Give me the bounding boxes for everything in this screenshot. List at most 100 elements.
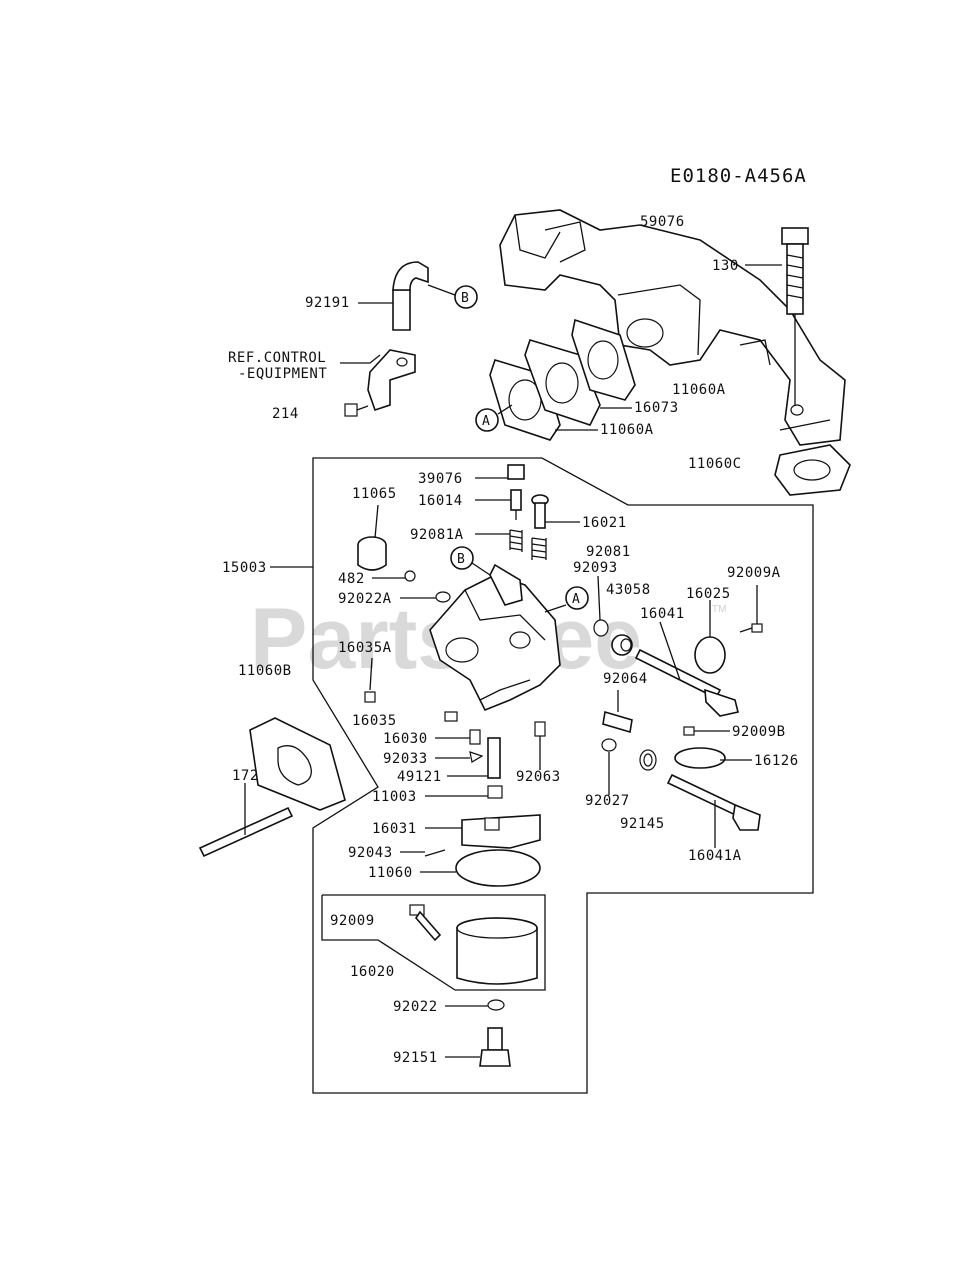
- gasket-11060b[interactable]: [249, 717, 346, 811]
- part-label-16025: 16025: [686, 586, 731, 602]
- part-label-130: 130: [712, 258, 739, 274]
- control-bracket[interactable]: [367, 349, 416, 412]
- screw-92063[interactable]: [534, 721, 546, 737]
- part-label-92081: 92081: [586, 544, 631, 560]
- part-label-16014: 16014: [418, 493, 463, 509]
- part-label-16030: 16030: [383, 731, 428, 747]
- part-label-92191: 92191: [305, 295, 350, 311]
- part-label-92009: 92009: [330, 913, 375, 929]
- screw-92009[interactable]: [409, 904, 442, 942]
- part-label-92043: 92043: [348, 845, 393, 861]
- shaft-16041a[interactable]: [666, 773, 761, 831]
- part-label-11060: 11060: [368, 865, 413, 881]
- part-label-43058: 43058: [606, 582, 651, 598]
- callout-b-label-carb: B: [457, 552, 465, 567]
- part-label-39076: 39076: [418, 471, 463, 487]
- part-label-214: 214: [272, 406, 299, 422]
- screw-92009b[interactable]: [683, 726, 695, 736]
- needle-16014[interactable]: [510, 489, 522, 520]
- part-label-92009b: 92009B: [732, 724, 786, 740]
- part-11003[interactable]: [487, 785, 503, 799]
- ref-control-line2: -EQUIPMENT: [238, 366, 327, 382]
- part-label-11065: 11065: [352, 486, 397, 502]
- cap-11065[interactable]: [357, 536, 387, 571]
- part-label-11060a-lower: 11060A: [600, 422, 654, 438]
- part-label-16020: 16020: [350, 964, 395, 980]
- screw-16035a[interactable]: [364, 691, 376, 703]
- plate-16126[interactable]: [674, 747, 726, 769]
- washer-92022[interactable]: [487, 999, 505, 1011]
- spring-92145[interactable]: [639, 749, 657, 771]
- spring-92081[interactable]: [531, 537, 547, 560]
- float-bowl-box: [322, 894, 546, 991]
- part-label-16035: 16035: [352, 713, 397, 729]
- part-label-16041: 16041: [640, 606, 685, 622]
- callout-a-label-carb: A: [572, 592, 580, 607]
- screw-92009a[interactable]: [739, 623, 763, 633]
- gasket-11060c[interactable]: [774, 444, 851, 496]
- part-label-172: 172: [232, 768, 259, 784]
- part-label-92064: 92064: [603, 671, 648, 687]
- spring-92081a[interactable]: [509, 529, 523, 552]
- screw-16021[interactable]: [531, 494, 549, 529]
- part-label-92027: 92027: [585, 793, 630, 809]
- tube-49121[interactable]: [487, 737, 501, 779]
- oring-92093[interactable]: [593, 619, 609, 637]
- jet-16030[interactable]: [469, 729, 481, 745]
- carburetor-assembly-boundary: [312, 457, 814, 1094]
- part-label-92093: 92093: [573, 560, 618, 576]
- callout-a-circle-carb: [565, 586, 589, 610]
- part-label-92009a: 92009A: [727, 565, 781, 581]
- part-label-59076: 59076: [640, 214, 685, 230]
- callout-a-label: A: [482, 414, 490, 429]
- part-label-16035a: 16035A: [338, 640, 392, 656]
- screw-16035[interactable]: [444, 711, 458, 722]
- watermark-trademark: TM: [712, 604, 726, 615]
- part-label-92081a: 92081A: [410, 527, 464, 543]
- washer-92027[interactable]: [601, 738, 617, 752]
- screw-214[interactable]: [344, 403, 369, 417]
- part-label-92033: 92033: [383, 751, 428, 767]
- ref-control-line1: REF.CONTROL: [228, 350, 326, 366]
- part-label-16031: 16031: [372, 821, 417, 837]
- screw-92064[interactable]: [602, 710, 633, 734]
- part-label-11060c: 11060C: [688, 456, 742, 472]
- gasket-11060a-right[interactable]: [571, 318, 636, 401]
- pin-92043[interactable]: [424, 849, 446, 857]
- washer-92022a[interactable]: [435, 591, 451, 603]
- float-bowl-16020[interactable]: [456, 917, 538, 985]
- callout-a-circle: [475, 408, 499, 432]
- clip-92033[interactable]: [469, 751, 484, 763]
- carburetor-body[interactable]: [429, 563, 561, 712]
- intake-manifold[interactable]: [499, 209, 846, 446]
- part-label-11060a-upper: 11060A: [672, 382, 726, 398]
- diagram-code: E0180-A456A: [670, 165, 807, 187]
- part-label-92022a: 92022A: [338, 591, 392, 607]
- part-39076[interactable]: [507, 464, 525, 480]
- clip-482[interactable]: [404, 570, 416, 582]
- part-label-16041a: 16041A: [688, 848, 742, 864]
- part-label-15003: 15003: [222, 560, 267, 576]
- bolt-92151[interactable]: [479, 1027, 511, 1067]
- part-label-92022: 92022: [393, 999, 438, 1015]
- part-label-11003: 11003: [372, 789, 417, 805]
- float-16031[interactable]: [461, 814, 541, 849]
- part-label-92063: 92063: [516, 769, 561, 785]
- part-label-11060b: 11060B: [238, 663, 292, 679]
- seal-43058[interactable]: [611, 634, 633, 656]
- part-label-16021: 16021: [582, 515, 627, 531]
- part-label-49121: 49121: [397, 769, 442, 785]
- plate-16025[interactable]: [694, 636, 726, 674]
- part-label-92151: 92151: [393, 1050, 438, 1066]
- stud-172[interactable]: [198, 806, 294, 858]
- callout-b-circle-top: [454, 285, 478, 309]
- callout-b-circle-carb: [450, 546, 474, 570]
- part-label-16073: 16073: [634, 400, 679, 416]
- gasket-11060[interactable]: [455, 849, 541, 887]
- hose-92191[interactable]: [392, 261, 429, 331]
- bolt-130[interactable]: [781, 227, 809, 405]
- part-label-92145: 92145: [620, 816, 665, 832]
- part-label-482: 482: [338, 571, 365, 587]
- part-label-16126: 16126: [754, 753, 799, 769]
